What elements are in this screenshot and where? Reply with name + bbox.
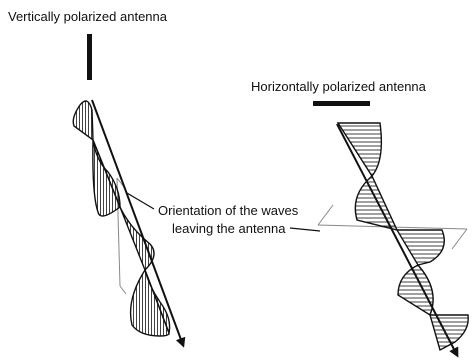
vertical-wave-lobe-3 — [120, 207, 154, 270]
horizontal-wave — [338, 123, 468, 350]
horizontal-wave-lobe-4 — [398, 265, 433, 315]
wave-orientation-label-line1: Orientation of the waves — [158, 203, 299, 218]
vertical-wave-lobe-5 — [131, 270, 169, 336]
vertical-antenna — [87, 34, 92, 80]
vertical-wave-lobe-1 — [73, 101, 93, 140]
leader-line-right — [290, 228, 320, 231]
vertical-wave — [73, 101, 169, 336]
vertical-wave-lobe-6 — [93, 140, 120, 216]
wave-orientation-label-line2: leaving the antenna — [172, 221, 286, 236]
horizontal-wave-lobe-2 — [355, 176, 397, 230]
horizontal-antenna-label: Horizontally polarized antenna — [251, 79, 427, 94]
horizontal-wave-lobe-3 — [397, 230, 444, 265]
horizontal-wave-lobe-5 — [430, 315, 468, 350]
horizontal-antenna — [313, 101, 370, 106]
vertical-antenna-label: Vertically polarized antenna — [8, 9, 168, 24]
